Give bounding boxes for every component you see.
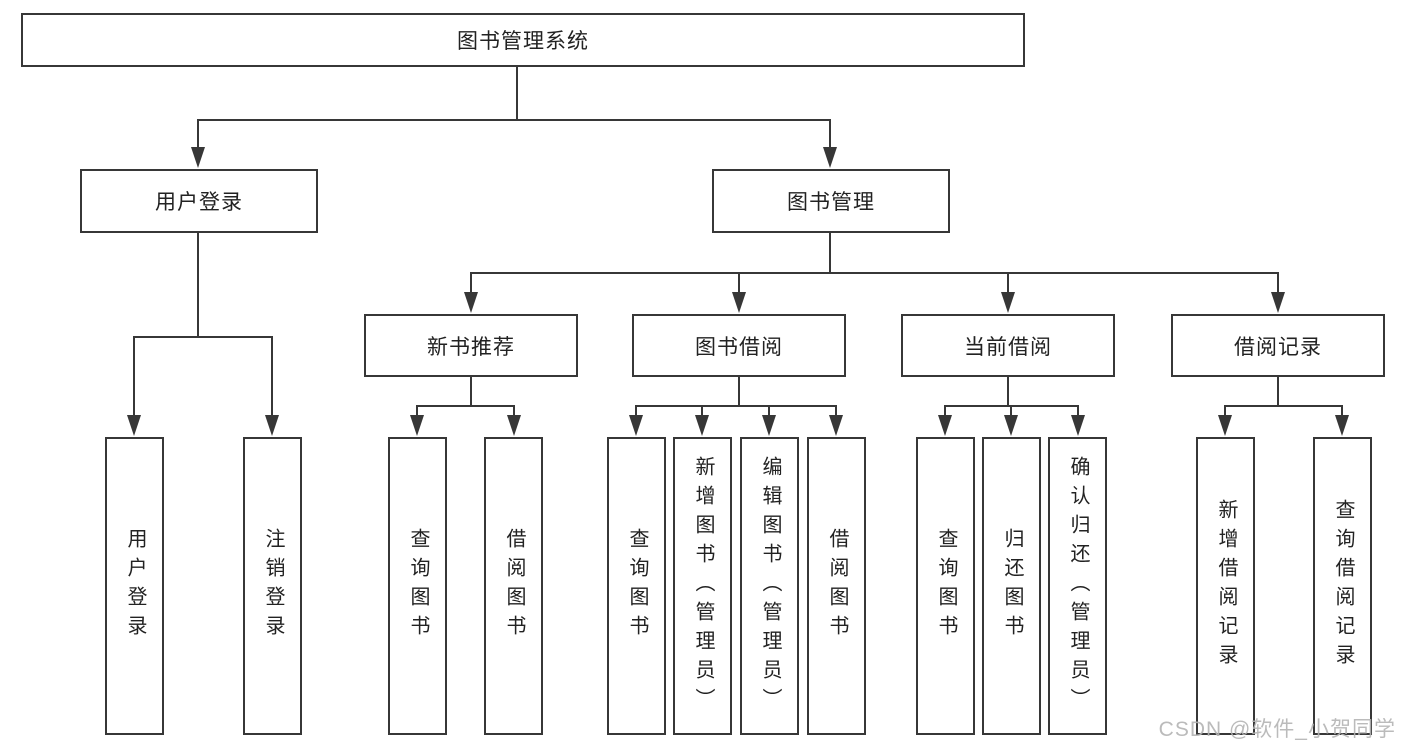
leaf-confirm-return-admin: 确认归还（管理员） [1048,437,1107,735]
leaf-borrow-books-1: 借阅图书 [484,437,543,735]
node-borrow-records: 借阅记录 [1171,314,1385,377]
leaf-add-books-admin-label: 新增图书（管理员） [692,455,714,717]
leaf-query-borrow-record-label: 查询借阅记录 [1332,499,1354,673]
leaf-add-books-admin: 新增图书（管理员） [673,437,732,735]
leaf-query-books-1-label: 查询图书 [407,528,429,644]
leaf-edit-books-admin: 编辑图书（管理员） [740,437,799,735]
leaf-query-books-3: 查询图书 [916,437,975,735]
node-library-management-system: 图书管理系统 [21,13,1025,67]
leaf-query-books-2-label: 查询图书 [626,528,648,644]
leaf-query-books-1: 查询图书 [388,437,447,735]
leaf-add-borrow-record-label: 新增借阅记录 [1215,499,1237,673]
leaf-borrow-books-2: 借阅图书 [807,437,866,735]
leaf-confirm-return-admin-label: 确认归还（管理员） [1067,455,1089,717]
leaf-borrow-books-2-label: 借阅图书 [826,528,848,644]
leaf-return-books-label: 归还图书 [1001,528,1023,644]
leaf-user-login: 用户登录 [105,437,164,735]
leaf-return-books: 归还图书 [982,437,1041,735]
leaf-logout: 注销登录 [243,437,302,735]
leaf-logout-label: 注销登录 [262,528,284,644]
leaf-query-books-3-label: 查询图书 [935,528,957,644]
node-user-login: 用户登录 [80,169,318,233]
node-current-borrow: 当前借阅 [901,314,1115,377]
leaf-query-borrow-record: 查询借阅记录 [1313,437,1372,735]
node-book-management: 图书管理 [712,169,950,233]
node-book-borrow: 图书借阅 [632,314,846,377]
node-new-book-recommend: 新书推荐 [364,314,578,377]
leaf-add-borrow-record: 新增借阅记录 [1196,437,1255,735]
leaf-borrow-books-1-label: 借阅图书 [503,528,525,644]
leaf-query-books-2: 查询图书 [607,437,666,735]
watermark: CSDN @软件_小贺同学 [1158,718,1396,741]
leaf-user-login-label: 用户登录 [124,528,146,644]
leaf-edit-books-admin-label: 编辑图书（管理员） [759,455,781,717]
